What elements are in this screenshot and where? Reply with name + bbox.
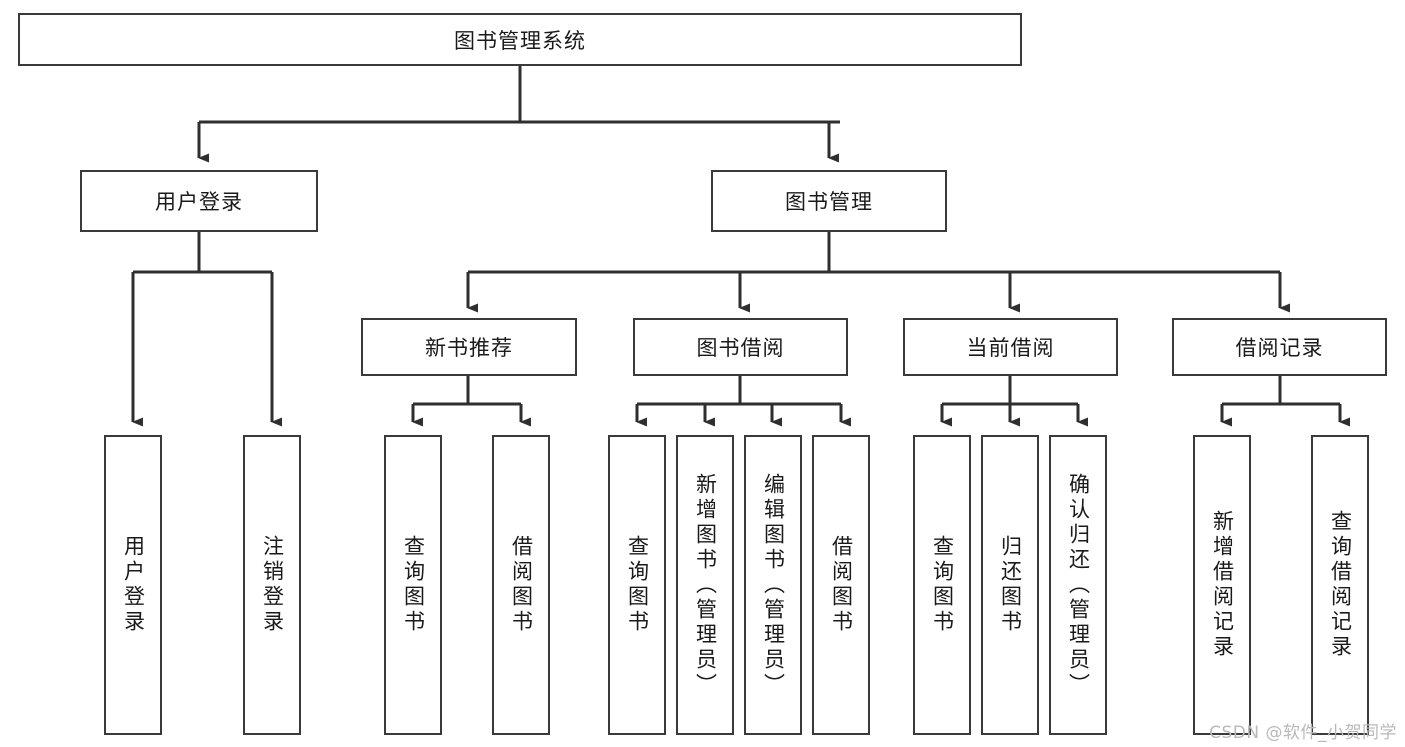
node-current-borrow[interactable]: 当前借阅 bbox=[903, 318, 1118, 376]
node-leaf-borrow-book-label: 借阅图书 bbox=[829, 535, 854, 635]
node-user-login-label: 用户登录 bbox=[155, 190, 243, 214]
node-leaf-borrow-book-newbook-label: 借阅图书 bbox=[509, 535, 534, 635]
node-leaf-add-borrow-record-label: 新增借阅记录 bbox=[1210, 510, 1235, 660]
node-book-borrow[interactable]: 图书借阅 bbox=[633, 318, 848, 376]
node-book-management[interactable]: 图书管理 bbox=[711, 170, 947, 232]
node-new-book-recommend-label: 新书推荐 bbox=[425, 336, 513, 360]
node-new-book-recommend[interactable]: 新书推荐 bbox=[361, 318, 577, 376]
node-leaf-logout[interactable]: 注销登录 bbox=[243, 435, 301, 735]
node-user-login[interactable]: 用户登录 bbox=[80, 170, 318, 232]
node-leaf-query-book-current-label: 查询图书 bbox=[930, 535, 955, 635]
node-leaf-return-book[interactable]: 归还图书 bbox=[981, 435, 1039, 735]
node-leaf-query-borrow-record[interactable]: 查询借阅记录 bbox=[1311, 435, 1369, 735]
node-current-borrow-label: 当前借阅 bbox=[966, 336, 1055, 360]
node-leaf-logout-label: 注销登录 bbox=[260, 535, 285, 635]
node-leaf-add-borrow-record[interactable]: 新增借阅记录 bbox=[1193, 435, 1251, 735]
node-root-label: 图书管理系统 bbox=[454, 28, 586, 53]
node-leaf-user-login-label: 用户登录 bbox=[121, 535, 146, 635]
node-leaf-borrow-book[interactable]: 借阅图书 bbox=[812, 435, 870, 735]
node-root[interactable]: 图书管理系统 bbox=[18, 13, 1022, 66]
node-book-borrow-label: 图书借阅 bbox=[696, 336, 785, 360]
node-leaf-query-book-newbook[interactable]: 查询图书 bbox=[384, 435, 442, 735]
node-leaf-edit-book-admin[interactable]: 编辑图书（管理员） bbox=[744, 435, 802, 735]
node-leaf-query-book-newbook-label: 查询图书 bbox=[401, 535, 426, 635]
node-leaf-add-book-admin-label: 新增图书（管理员） bbox=[693, 472, 718, 698]
node-leaf-query-book-current[interactable]: 查询图书 bbox=[913, 435, 971, 735]
csdn-watermark: CSDN @软件_小贺同学 bbox=[1209, 723, 1397, 743]
node-leaf-query-borrow-record-label: 查询借阅记录 bbox=[1328, 510, 1353, 660]
node-borrow-record[interactable]: 借阅记录 bbox=[1172, 318, 1387, 376]
node-leaf-return-book-label: 归还图书 bbox=[998, 535, 1023, 635]
node-leaf-borrow-book-newbook[interactable]: 借阅图书 bbox=[492, 435, 550, 735]
node-leaf-add-book-admin[interactable]: 新增图书（管理员） bbox=[676, 435, 734, 735]
node-leaf-confirm-return-admin-label: 确认归还（管理员） bbox=[1066, 472, 1091, 698]
node-book-management-label: 图书管理 bbox=[785, 190, 873, 214]
node-leaf-confirm-return-admin[interactable]: 确认归还（管理员） bbox=[1049, 435, 1107, 735]
node-leaf-user-login[interactable]: 用户登录 bbox=[104, 435, 162, 735]
node-leaf-query-book-borrow[interactable]: 查询图书 bbox=[608, 435, 666, 735]
node-leaf-edit-book-admin-label: 编辑图书（管理员） bbox=[761, 472, 786, 698]
node-leaf-query-book-borrow-label: 查询图书 bbox=[625, 535, 650, 635]
node-borrow-record-label: 借阅记录 bbox=[1235, 336, 1324, 360]
